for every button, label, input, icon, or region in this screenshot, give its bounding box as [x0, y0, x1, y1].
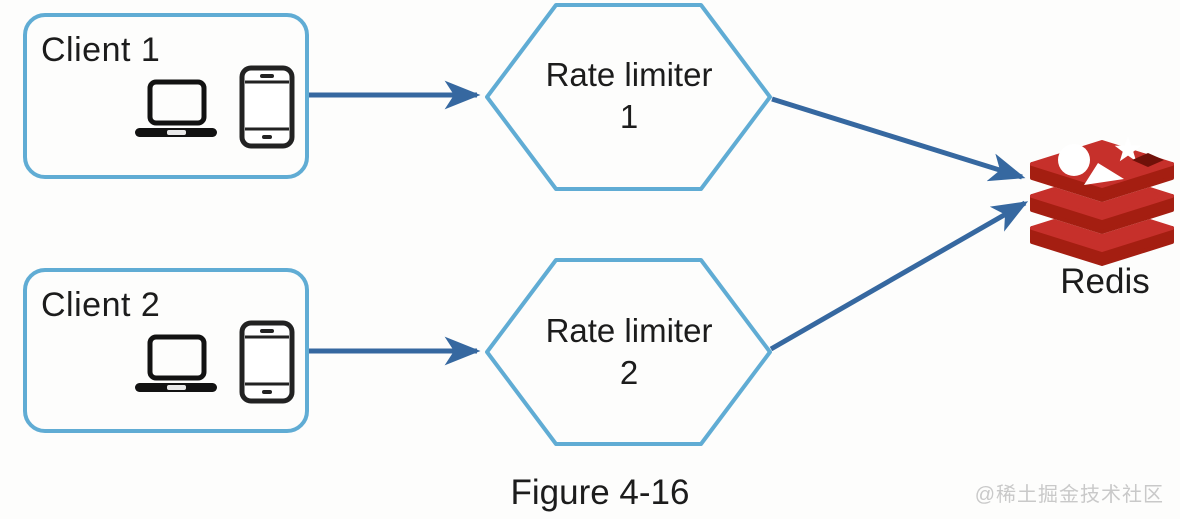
rate-limiter-1-label-line1: Rate limiter [545, 55, 713, 93]
client-1-label: Client 1 [41, 31, 161, 69]
laptop-icon [135, 79, 217, 137]
redis-label: Redis [1060, 262, 1150, 301]
figure-caption: Figure 4-16 [510, 473, 690, 512]
laptop-icon [135, 334, 217, 392]
rate-limiter-2-label-line1: Rate limiter [545, 311, 713, 349]
redis-triangle-shape [1084, 163, 1124, 185]
smartphone-icon [239, 65, 295, 149]
rate-limiter-2-label: Rate limiter 2 [487, 258, 771, 446]
rate-limiter-1-hexagon [485, 3, 772, 191]
smartphone-icon [239, 320, 295, 404]
arrow-ratelimiter2-to-redis [769, 200, 1029, 352]
watermark: @稀土掘金技术社区 [974, 484, 1164, 506]
redis-cube-hole-shape [1132, 153, 1164, 167]
rate-limiter-2-label-line2: 2 [619, 354, 639, 391]
client-2-box: Client 2 [23, 268, 309, 433]
rate-limiter-1-label: Rate limiter 1 [487, 2, 771, 190]
arrow-ratelimiter1-to-redis [771, 96, 1026, 182]
rate-limiter-2-hexagon [485, 258, 772, 446]
client-1-box: Client 1 [23, 13, 309, 179]
client-2-label: Client 2 [41, 286, 161, 324]
redis-database-icon [1030, 136, 1174, 266]
redis-circle-shape [1058, 144, 1090, 176]
rate-limiter-1-label-line2: 1 [619, 98, 639, 135]
redis-star-shape [1114, 136, 1142, 162]
